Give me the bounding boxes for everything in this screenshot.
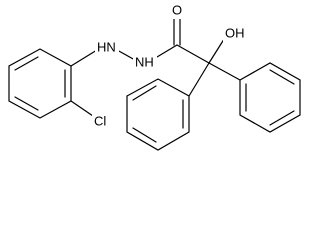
oxygen-carbonyl-label: O <box>172 2 182 17</box>
bond-ring-to-chlorine <box>70 100 94 117</box>
chemical-structure-diagram: O OH HN NH Cl <box>8 2 301 151</box>
right-phenyl-ring <box>239 62 301 133</box>
bond-carbonyl-to-quaternary <box>176 44 210 64</box>
chlorophenyl-inner-double-2 <box>14 96 39 111</box>
chlorine-label: Cl <box>94 113 106 128</box>
bond-layer <box>8 15 301 151</box>
lower-phenyl-inner-double-3 <box>132 85 157 101</box>
right-phenyl-inner-double-3 <box>269 110 295 126</box>
chlorophenyl-inner-double-3 <box>14 56 39 71</box>
right-phenyl-inner-double-2 <box>269 69 295 85</box>
atom-label-layer: O OH HN NH Cl <box>92 2 247 130</box>
hn-aryl-label: HN <box>97 39 116 54</box>
oxygen-label-mask <box>170 3 184 19</box>
hydroxyl-label: OH <box>225 25 245 40</box>
chlorine-label-mask <box>92 114 112 130</box>
bond-hn-to-chlorophenyl <box>70 49 98 67</box>
bond-nh-to-hn <box>116 49 136 61</box>
hydroxyl-label-mask <box>223 26 247 42</box>
bond-quaternary-to-lower-phenyl <box>188 62 210 97</box>
chlorophenyl-ring <box>8 48 72 119</box>
hn-aryl-label-mask <box>95 40 119 56</box>
lower-phenyl-inner-double-2 <box>132 127 157 143</box>
hn-hydrazide-label: NH <box>135 54 154 69</box>
lower-phenyl-ring <box>126 78 190 151</box>
hn-hydrazide-label-mask <box>133 55 157 71</box>
bond-quaternary-to-right-phenyl <box>208 62 241 81</box>
